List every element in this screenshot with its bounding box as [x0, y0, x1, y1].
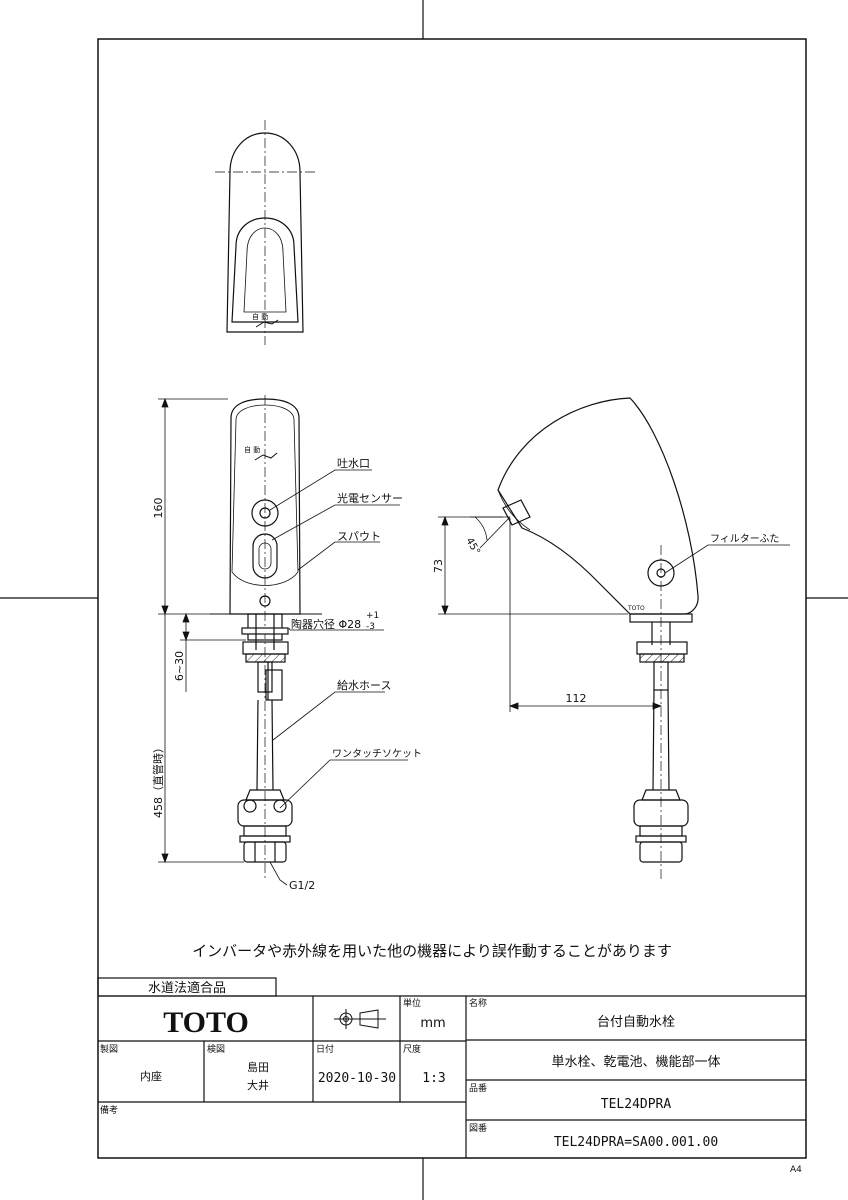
front-leaders — [269, 469, 408, 886]
checked-value-2: 大井 — [247, 1078, 269, 1092]
dim-73: 73 — [432, 559, 445, 573]
dim-160: 160 — [152, 498, 165, 519]
dim-45deg: 45° — [463, 536, 481, 557]
date-value: 2020-10-30 — [318, 1071, 396, 1086]
unit-label: 単位 — [403, 997, 421, 1009]
drawing-value: TEL24DPRA=SA00.001.00 — [554, 1135, 718, 1150]
checked-value-1: 島田 — [247, 1060, 269, 1074]
callout-spout-outlet: 吐水口 — [337, 457, 370, 470]
subtitle-value: 単水栓、乾電池、機能部一体 — [551, 1054, 720, 1070]
side-view — [497, 397, 699, 880]
cert-label: 水道法適合品 — [148, 980, 226, 996]
callout-hole-dia: 陶器穴径 Φ28 — [291, 617, 361, 631]
callout-tol-plus: +1 — [366, 611, 379, 621]
side-leader — [664, 544, 790, 574]
drawn-label: 製図 — [100, 1043, 118, 1055]
callout-photo-sensor: 光電センサー — [337, 491, 403, 505]
callout-tol-minus: -3 — [366, 622, 375, 632]
toto-logo: TOTO — [163, 1006, 249, 1039]
remarks-label: 備考 — [100, 1104, 118, 1116]
scale-value: 1:3 — [422, 1071, 445, 1086]
callout-filter-cover: フィルターふた — [710, 533, 779, 545]
dim-6-30: 6~30 — [173, 651, 186, 681]
scale-label: 尺度 — [403, 1043, 421, 1055]
title-block-lines — [97, 977, 806, 1158]
callout-one-touch-socket: ワンタッチソケット — [332, 748, 422, 760]
checked-label: 検図 — [207, 1043, 225, 1055]
side-dimensions — [438, 515, 663, 712]
callout-supply-hose: 給水ホース — [337, 678, 391, 692]
paper-size: A4 — [790, 1165, 802, 1175]
callout-spout: スパウト — [337, 530, 381, 543]
side-brand: TOTO — [627, 605, 645, 612]
name-value: 台付自動水栓 — [597, 1015, 675, 1030]
part-label: 品番 — [469, 1082, 487, 1094]
warning-note: インバータや赤外線を用いた他の機器により誤作動することがあります — [192, 942, 672, 960]
projection-symbol — [334, 1009, 386, 1029]
callout-thread: G1/2 — [289, 879, 315, 892]
dim-112: 112 — [566, 692, 587, 705]
dim-458: 458（直管時） — [151, 742, 165, 818]
drawing-label: 図番 — [469, 1122, 487, 1134]
top-view — [215, 120, 315, 345]
part-value: TEL24DPRA — [601, 1097, 672, 1112]
front-view — [210, 395, 322, 880]
unit-value: mm — [420, 1016, 445, 1031]
date-label: 日付 — [316, 1044, 334, 1055]
top-auto-label: 自 動 — [252, 312, 268, 321]
name-label: 名称 — [469, 997, 487, 1009]
front-auto-label: 自 動 — [244, 445, 260, 454]
front-dimensions — [158, 397, 246, 864]
drawn-value: 内座 — [140, 1069, 162, 1083]
